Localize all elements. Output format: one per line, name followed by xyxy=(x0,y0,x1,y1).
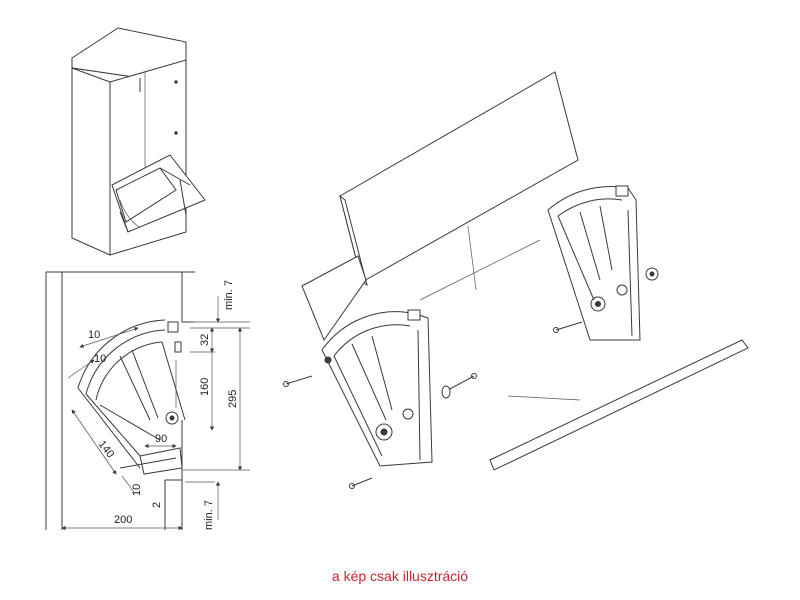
front-panel xyxy=(339,71,579,283)
dim-2: 2 xyxy=(151,502,163,508)
caption-text: a kép csak illusztráció xyxy=(331,568,469,584)
back-panel xyxy=(301,255,367,342)
dim-140: 140 xyxy=(96,438,117,460)
dim-10-mid: 10 xyxy=(94,353,106,365)
dim-10-bottom: 10 xyxy=(131,484,143,496)
dim-32: 32 xyxy=(199,334,211,346)
cabinet-illustration xyxy=(71,27,206,256)
dim-min7-bottom: min. 7 xyxy=(203,500,215,530)
dim-295: 295 xyxy=(227,390,239,408)
bottom-shelf xyxy=(489,339,749,471)
dim-200: 200 xyxy=(114,514,132,526)
side-view-drawing: 10 10 140 90 10 2 200 min. 7 32 160 295 … xyxy=(45,271,250,531)
dim-min7-top: min. 7 xyxy=(223,280,235,310)
dim-10-top: 10 xyxy=(88,329,100,341)
exploded-assembly-view xyxy=(283,71,749,489)
left-mechanism xyxy=(321,309,433,467)
dim-160: 160 xyxy=(199,378,211,396)
dim-90: 90 xyxy=(155,433,167,445)
right-mechanism xyxy=(547,185,641,341)
